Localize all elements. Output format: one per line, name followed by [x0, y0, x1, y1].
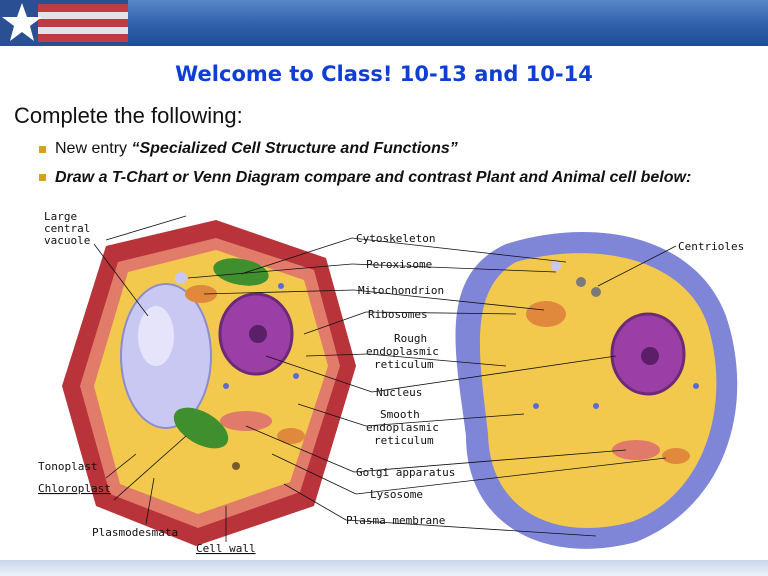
label-smooth-er-2: endoplasmic	[366, 421, 439, 434]
slide-subtitle: Complete the following:	[14, 103, 243, 128]
label-large-central-vacuole-1: Large	[44, 210, 77, 223]
animal-mitochondrion	[526, 301, 566, 327]
centrioles-icon	[576, 277, 586, 287]
label-tonoplast: Tonoplast	[38, 460, 98, 473]
label-large-central-vacuole-2: central	[44, 222, 90, 235]
chloroplast-top	[213, 258, 269, 286]
label-smooth-er-1: Smooth	[380, 408, 420, 421]
chloroplast-bottom	[173, 407, 229, 449]
header-bar	[0, 0, 768, 46]
plant-golgi	[220, 411, 272, 431]
label-cell-wall: Cell wall	[196, 542, 256, 555]
bullet-1-prefix: New entry	[55, 140, 132, 157]
animal-cell	[455, 232, 738, 549]
flag-star-icon	[0, 0, 128, 46]
label-peroxisome: Peroxisome	[366, 258, 432, 271]
plant-cell	[62, 220, 356, 546]
bullet-item-draw-chart: Draw a T-Chart or Venn Diagram compare a…	[39, 168, 705, 188]
plant-mitochondrion	[185, 285, 217, 303]
plant-animal-cell-figure: Large central vacuole Tonoplast Chloropl…	[38, 210, 744, 555]
label-large-central-vacuole-3: vacuole	[44, 234, 90, 247]
label-rough-er-2: endoplasmic	[366, 345, 439, 358]
bullet-square-icon	[39, 174, 46, 181]
bullet-square-icon	[39, 146, 46, 153]
label-ribosomes: Ribosomes	[368, 308, 428, 321]
label-plasmodesmata: Plasmodesmata	[92, 526, 178, 539]
bullet-1-emphasis: “Specialized Cell Structure and Function…	[131, 140, 458, 157]
label-rough-er-3: reticulum	[374, 358, 434, 371]
label-smooth-er-3: reticulum	[374, 434, 434, 447]
label-lysosome: Lysosome	[370, 488, 423, 501]
label-nucleus: Nucleus	[376, 386, 422, 399]
label-chloroplast: Chloroplast	[38, 482, 111, 495]
animal-golgi	[612, 440, 660, 460]
label-plasma-membrane: Plasma membrane	[346, 514, 445, 527]
slide-title: Welcome to Class! 10-13 and 10-14	[175, 62, 593, 86]
footer-bar	[0, 560, 768, 576]
label-rough-er-1: Rough	[394, 332, 427, 345]
bullet-2-text: Draw a T-Chart or Venn Diagram compare a…	[55, 169, 692, 186]
label-centrioles: Centrioles	[678, 240, 744, 253]
bullet-item-new-entry: New entry “Specialized Cell Structure an…	[39, 140, 458, 158]
label-mitochondrion: Mitochondrion	[358, 284, 444, 297]
label-cytoskeleton: Cytoskeleton	[356, 232, 435, 245]
label-golgi-apparatus: Golgi apparatus	[356, 466, 455, 479]
